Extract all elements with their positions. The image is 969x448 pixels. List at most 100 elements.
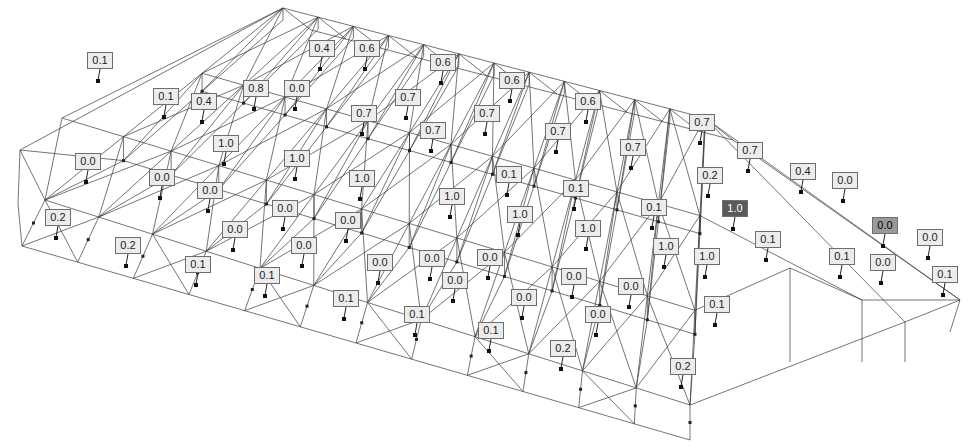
tag-pin-head xyxy=(293,177,297,181)
truss-member xyxy=(634,388,636,424)
tag-pin xyxy=(430,267,432,278)
truss-member xyxy=(600,210,617,305)
tag-pin-head xyxy=(342,317,346,321)
tag-pin-head xyxy=(731,227,735,231)
tag-pin xyxy=(254,97,256,108)
ratio-value: 0.1 xyxy=(501,168,516,180)
truss-member xyxy=(647,296,690,405)
ratio-tag: 1.0 xyxy=(575,220,600,237)
ratio-tag: 0.1 xyxy=(641,199,666,216)
ratio-value: 0.1 xyxy=(937,268,952,280)
ratio-value: 0.7 xyxy=(625,141,640,153)
ratio-tag: 0.4 xyxy=(191,93,216,110)
tag-pin xyxy=(572,285,574,296)
tag-pin-head xyxy=(554,150,558,154)
tag-pin xyxy=(485,122,487,133)
truss-member xyxy=(153,151,172,234)
ratio-value: 0.2 xyxy=(675,360,690,372)
ratio-tag: 0.6 xyxy=(430,54,455,71)
truss-member xyxy=(314,109,327,195)
tag-pin xyxy=(518,223,520,234)
tag-pin-head xyxy=(318,67,322,71)
ratio-tag: 0.7 xyxy=(351,105,376,122)
truss-member xyxy=(424,45,459,54)
ratio-tag: 0.0 xyxy=(561,268,586,285)
truss-member xyxy=(260,180,266,268)
tag-pin xyxy=(561,357,563,368)
truss-member xyxy=(124,73,203,160)
tag-pin-head xyxy=(300,264,304,268)
truss-member xyxy=(260,195,314,269)
truss-member xyxy=(617,109,670,192)
ratio-value: 0.1 xyxy=(834,250,849,262)
tag-pin-head xyxy=(559,367,563,371)
node-mark xyxy=(360,231,363,234)
ratio-tag: 0.1 xyxy=(153,88,178,105)
node-mark xyxy=(524,371,527,374)
truss-member xyxy=(45,137,124,200)
truss-member xyxy=(564,81,599,90)
node-mark xyxy=(455,260,458,263)
ratio-value: 0.0 xyxy=(289,82,304,94)
truss-member xyxy=(457,156,493,262)
truss-member xyxy=(20,150,124,161)
ratio-value: 0.0 xyxy=(566,270,581,282)
truss-member xyxy=(318,17,353,26)
ratio-value: 0.7 xyxy=(356,107,371,119)
truss-member xyxy=(409,156,492,223)
ratio-value: 0.0 xyxy=(154,171,169,183)
ratio-tag: 0.6 xyxy=(354,40,379,57)
ratio-value: 0.0 xyxy=(227,223,242,235)
ratio-tag: 0.1 xyxy=(404,306,429,323)
truss-member xyxy=(600,281,637,388)
ratio-value: 0.2 xyxy=(555,342,570,354)
ratio-value: 1.0 xyxy=(580,222,595,234)
truss-member xyxy=(362,233,410,247)
tag-pin xyxy=(160,186,162,197)
tag-pin-head xyxy=(679,385,683,389)
ratio-value: 1.0 xyxy=(354,172,369,184)
tag-pin xyxy=(164,105,166,116)
tag-pin-head xyxy=(483,132,487,136)
tag-pin xyxy=(596,323,598,334)
truss-member xyxy=(202,17,318,73)
truss-member xyxy=(300,285,313,326)
ratio-tag: 0.7 xyxy=(620,139,645,156)
truss-member xyxy=(733,140,960,300)
tag-pin xyxy=(705,265,707,276)
truss-member xyxy=(18,204,22,246)
truss-member xyxy=(124,137,172,151)
truss-member xyxy=(790,268,862,300)
truss-member xyxy=(790,268,791,362)
ratio-value: 0.0 xyxy=(623,280,638,292)
tag-pin-head xyxy=(841,199,845,203)
ratio-value: 0.0 xyxy=(516,291,531,303)
tag-pin xyxy=(431,139,433,150)
tag-pin xyxy=(586,237,588,248)
truss-member xyxy=(153,180,267,234)
truss-member xyxy=(451,72,529,144)
truss-member xyxy=(529,72,534,168)
truss-member xyxy=(202,73,203,91)
truss-member xyxy=(314,285,368,302)
truss-member xyxy=(206,195,314,252)
truss-member xyxy=(353,26,388,35)
tag-pin-head xyxy=(231,248,235,252)
truss-member xyxy=(20,150,45,200)
ratio-value: 1.0 xyxy=(289,152,304,164)
tag-pin-head xyxy=(252,107,256,111)
tag-pin xyxy=(365,57,367,68)
ratio-tag: 0.0 xyxy=(367,254,392,271)
tag-pin-head xyxy=(428,277,432,281)
ratio-value: 0.6 xyxy=(504,74,519,86)
truss-member xyxy=(636,320,647,388)
truss-member xyxy=(690,405,691,440)
truss-member xyxy=(552,267,553,291)
truss-member xyxy=(206,204,266,251)
tag-pin xyxy=(362,122,364,133)
tag-pin-head xyxy=(429,149,433,153)
tag-pin-head xyxy=(508,99,512,103)
truss-member xyxy=(62,8,283,118)
truss-member xyxy=(634,424,690,440)
truss-member xyxy=(636,388,690,405)
